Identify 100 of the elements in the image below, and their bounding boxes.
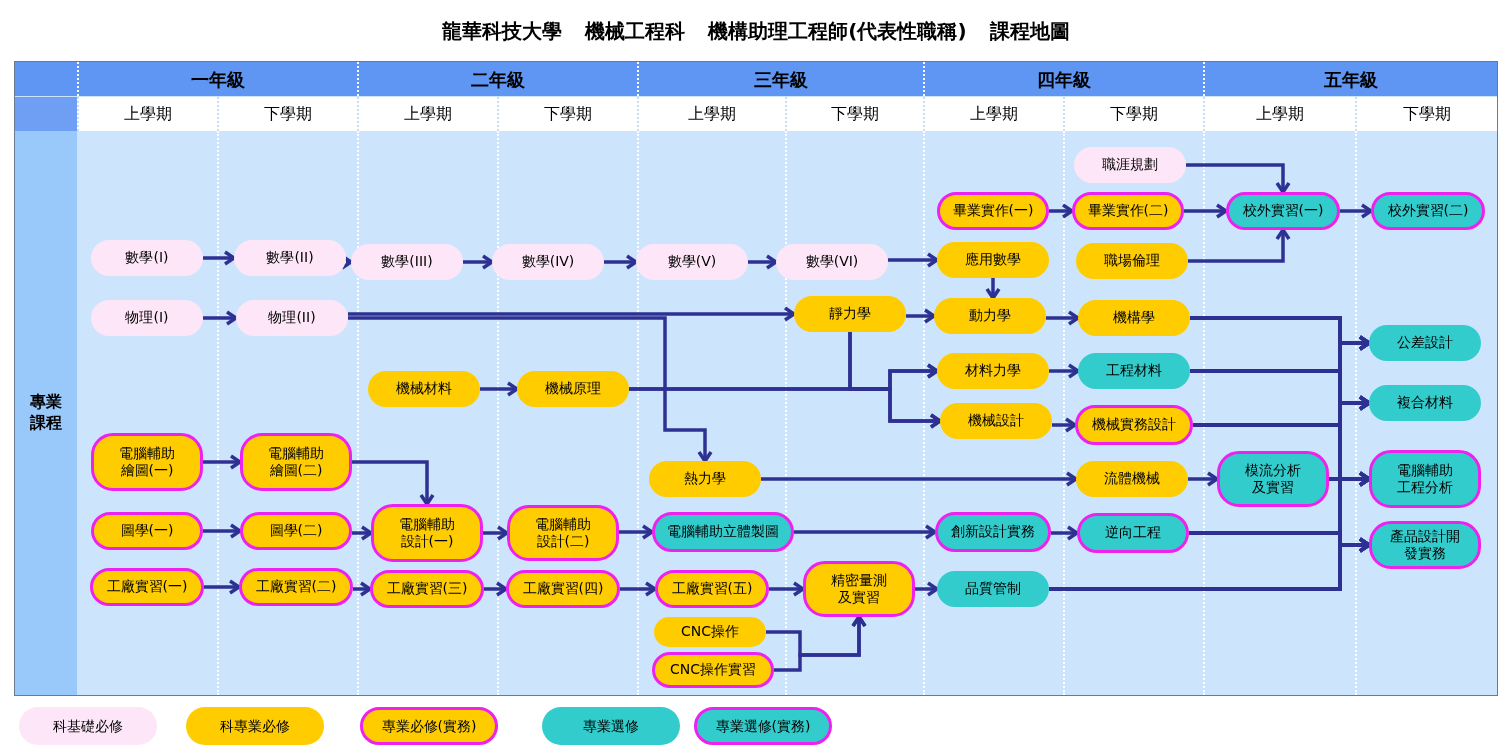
course-pill [517,371,629,407]
course-name: 工廠實習(一) [106,578,188,596]
course-pill [91,512,203,550]
course-pill [507,505,619,561]
course-pill [794,296,906,332]
course-name: 物理(I) [125,309,169,327]
course-name: 數學(II) [266,249,314,267]
course-pill [1369,385,1481,421]
course-pill [1217,451,1329,507]
arrow [340,254,353,270]
arrow [1052,417,1077,433]
arrow [1051,525,1079,541]
arrow [761,471,1078,487]
course-pill [937,242,1049,278]
course-pill [1078,353,1190,389]
arrow [203,523,242,539]
arrow [1188,228,1291,263]
course-pill [655,570,769,608]
year-header: 一年級 [77,62,357,96]
course-pill [940,403,1052,439]
course-pill [91,240,203,276]
course-name: 複合材料 [1397,394,1453,412]
course-name: 電腦輔助設計(一) [398,515,456,551]
course-name: 流體機械 [1104,470,1160,488]
course-pill [935,512,1051,552]
arrow [353,581,372,597]
course-name: 職場倫理 [1104,252,1160,270]
course-pill [937,192,1049,230]
course-name: CNC操作 [681,623,739,641]
course-pill [370,570,484,608]
course-name: 數學(I) [125,249,169,267]
course-name: 靜力學 [829,305,871,323]
legend-item: 專業選修 [542,707,680,745]
arrow [463,254,494,270]
arrow [484,581,508,597]
course-pill [368,371,480,407]
course-pill [1075,405,1193,445]
arrow [888,252,939,268]
arrow [1340,203,1373,219]
course-name: 校外實習(二) [1387,202,1469,220]
course-name: 動力學 [969,307,1011,325]
course-name: 逆向工程 [1105,524,1161,542]
course-pill [937,353,1049,389]
year-header: 五年級 [1203,62,1497,96]
course-pill [1076,461,1188,497]
arrow [619,524,654,540]
arrow [203,454,242,470]
semester-header: 下學期 [497,97,637,131]
legend-item: 專業必修(實務) [360,707,498,745]
course-name: 工程材料 [1106,362,1162,380]
arrow [348,316,713,463]
course-name: 圖學(二) [269,522,323,540]
course-pill [636,244,748,280]
course-pill [652,652,774,688]
course-pill [371,504,483,562]
course-pill [1078,300,1190,336]
arrow [1049,537,1371,591]
course-name: 機械實務設計 [1092,416,1176,434]
course-name: 公差設計 [1397,334,1453,352]
course-name: 機械材料 [396,380,452,398]
legend-item: 專業選修(實務) [694,707,832,745]
course-pill [1369,450,1481,508]
course-name: 模流分析及實習 [1244,461,1302,497]
course-name: 工廠實習(二) [255,578,337,596]
arrow [1049,363,1080,379]
course-name: 畢業實作(二) [1087,202,1169,220]
year-header: 三年級 [637,62,923,96]
arrow [1186,163,1291,194]
arrow [203,250,236,266]
legend-item: 科基礎必修 [19,707,157,745]
arrow [769,581,805,597]
arrow [1046,310,1080,326]
course-pill [91,300,203,336]
course-pill [1076,243,1188,279]
semester-header: 上學期 [637,97,785,131]
semester-header: 上學期 [357,97,497,131]
course-pill [234,240,346,276]
arrow [620,581,657,597]
course-name: 工廠實習(五) [671,580,753,598]
course-name: 數學(V) [667,253,717,271]
course-pill [1077,513,1189,553]
year-header: 四年級 [923,62,1203,96]
course-name: 畢業實作(一) [952,202,1034,220]
arrow [1188,471,1219,487]
course-name: 職涯規劃 [1102,156,1158,174]
course-name: 電腦輔助設計(二) [534,515,592,551]
arrow [604,254,638,270]
arrow [1184,203,1228,219]
arrow [480,381,519,397]
course-pill [1371,192,1485,230]
arrow [629,387,942,429]
semester-header: 上學期 [923,97,1063,131]
course-pill [776,244,888,280]
semester-header: 下學期 [1063,97,1203,131]
course-name: 品質管制 [965,580,1021,598]
course-pill [1074,147,1186,183]
arrow [348,306,796,322]
year-header: 二年級 [357,62,637,96]
course-pill [351,244,463,280]
legend-item: 科專業必修 [186,707,324,745]
